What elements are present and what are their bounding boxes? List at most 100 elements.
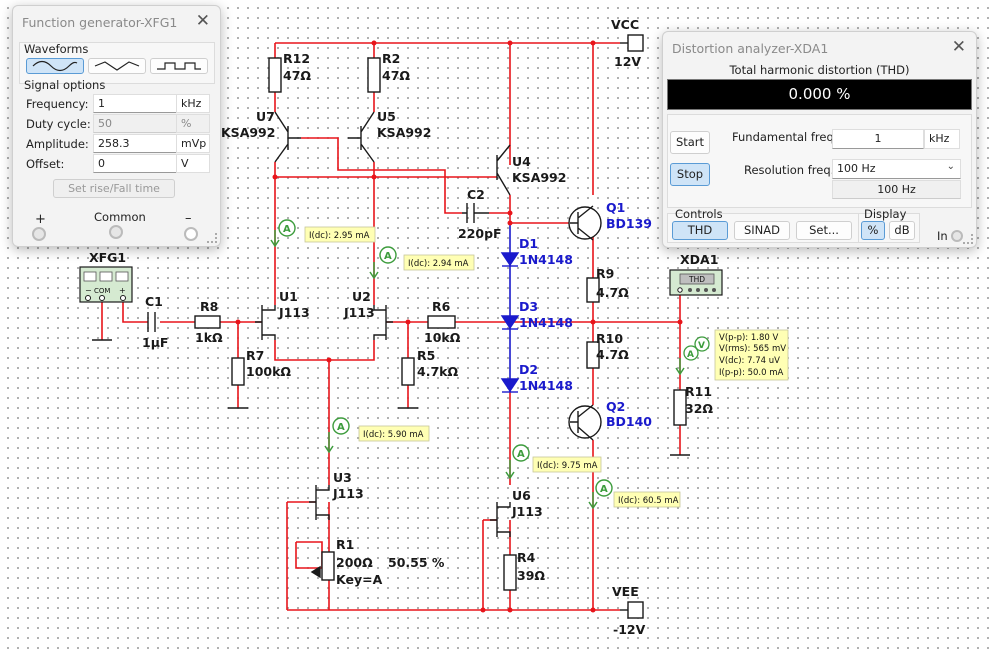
duty-cycle-unit: % — [176, 114, 210, 133]
u6-name: U6 — [512, 488, 531, 503]
q2-part: BD140 — [606, 414, 652, 429]
common-terminal-label: Common — [94, 210, 146, 224]
amplitude-unit-select[interactable]: mVp — [176, 134, 210, 153]
fundamental-freq-unit[interactable]: kHz — [924, 129, 960, 149]
r8-value: 1kΩ — [195, 330, 223, 345]
d3-name: D3 — [519, 299, 538, 314]
r2-value: 47Ω — [382, 68, 410, 83]
resolution-freq-label: Resolution freq. — [744, 163, 835, 177]
probe-u5[interactable]: A I(dc): 2.94 mA — [379, 246, 475, 271]
resolution-freq-select[interactable]: 100 Hz ⌄ — [832, 159, 961, 179]
r1-percent[interactable]: 50.55 % — [388, 555, 445, 570]
r8-name: R8 — [200, 299, 218, 314]
q1-part: BD139 — [606, 216, 652, 231]
u5-part: KSA992 — [377, 125, 431, 140]
xfg1-plus: + — [119, 286, 126, 295]
offset-unit-select[interactable]: V — [176, 154, 210, 173]
square-wave-button[interactable] — [150, 58, 208, 74]
distortion-analyzer-window[interactable]: Distortion analyzer-XDA1 ✕ Total harmoni… — [662, 31, 977, 248]
plus-terminal-label: + — [35, 212, 46, 227]
probe-reading: I(dc): 2.95 mA — [309, 231, 370, 241]
u3-part: J113 — [332, 486, 364, 501]
xda1-name: XDA1 — [680, 252, 718, 267]
q1-name: Q1 — [606, 200, 625, 215]
offset-label: Offset: — [26, 157, 65, 171]
probe-letter-a: A — [687, 350, 694, 360]
plus-terminal[interactable] — [32, 227, 46, 241]
u1-name: U1 — [279, 289, 298, 304]
r4-value: 39Ω — [517, 568, 545, 583]
amplitude-field[interactable]: 258.3 — [93, 134, 177, 153]
xda1-thd-label: THD — [688, 275, 705, 284]
stop-button[interactable]: Stop — [670, 163, 710, 186]
common-terminal[interactable] — [109, 225, 123, 239]
frequency-unit-select[interactable]: kHz — [176, 94, 210, 113]
r1-name: R1 — [336, 537, 354, 552]
frequency-field[interactable]: 1 — [93, 94, 177, 113]
start-button[interactable]: Start — [670, 131, 710, 154]
probe-letter: A — [517, 449, 525, 460]
output-probe[interactable]: A V V(p-p): 1.80 V V(rms): 565 mV V(dc):… — [683, 329, 789, 381]
probe-line: V(dc): 7.74 uV — [719, 356, 780, 366]
set-button[interactable]: Set... — [796, 221, 852, 240]
offset-field[interactable]: 0 — [93, 154, 177, 173]
u2-name: U2 — [352, 289, 371, 304]
probe-q2[interactable]: A I(dc): 60.5 mA — [595, 479, 681, 508]
r12-value: 47Ω — [283, 68, 311, 83]
vee-value: -12V — [613, 622, 646, 637]
chevron-down-icon: ⌄ — [946, 161, 955, 172]
probe-letter: A — [337, 422, 345, 433]
function-generator-window[interactable]: Function generator-XFG1 ✕ Waveforms Sign… — [12, 5, 221, 247]
probe-line: I(p-p): 50.0 mA — [719, 368, 783, 378]
percent-button[interactable]: % — [861, 221, 885, 240]
minus-terminal[interactable] — [184, 227, 198, 241]
u4-name: U4 — [512, 154, 531, 169]
u6-part: J113 — [511, 504, 543, 519]
d2-part: 1N4148 — [519, 378, 573, 393]
xfg1-icon[interactable] — [79, 266, 133, 303]
r7-name: R7 — [246, 348, 264, 363]
r5-name: R5 — [417, 348, 435, 363]
xda1-icon[interactable] — [669, 269, 723, 296]
sine-wave-button[interactable] — [26, 58, 84, 74]
xfg1-com: COM — [94, 287, 110, 295]
u5-name: U5 — [377, 109, 396, 124]
probe-letter-v: V — [698, 341, 705, 351]
r9-value: 4.7Ω — [596, 285, 629, 300]
db-button[interactable]: dB — [889, 221, 915, 240]
r9-name: R9 — [596, 266, 614, 281]
r1-value: 200Ω — [336, 555, 373, 570]
r4-name: R4 — [517, 550, 536, 565]
triangle-wave-button[interactable] — [88, 58, 146, 74]
resize-grip-icon[interactable] — [963, 234, 973, 244]
vcc-label: VCC — [611, 17, 639, 32]
r10-name: R10 — [596, 331, 623, 346]
thd-button[interactable]: THD — [672, 221, 728, 240]
probe-reading: I(dc): 9.75 mA — [537, 461, 598, 471]
set-rise-fall-button[interactable]: Set rise/Fall time — [53, 179, 175, 198]
thd-display-value: 0.000 % — [788, 85, 851, 103]
sinad-button[interactable]: SINAD — [734, 221, 790, 240]
window-title: Distortion analyzer-XDA1 — [672, 41, 829, 56]
in-terminal[interactable] — [951, 230, 963, 242]
r6-name: R6 — [432, 299, 451, 314]
q2-name: Q2 — [606, 399, 625, 414]
resize-grip-icon[interactable] — [207, 233, 217, 243]
fundamental-freq-label: Fundamental freq. — [732, 130, 838, 144]
close-icon[interactable]: ✕ — [195, 11, 210, 31]
triangle-wave-icon — [94, 61, 140, 71]
r12-name: R12 — [283, 51, 310, 66]
r11-value: 32Ω — [685, 401, 713, 416]
minus-terminal-label: – — [185, 211, 192, 226]
vee-label: VEE — [612, 584, 639, 599]
fundamental-freq-field[interactable]: 1 — [832, 129, 924, 149]
probe-line: V(rms): 565 mV — [719, 344, 786, 354]
close-icon[interactable]: ✕ — [951, 37, 966, 57]
probe-u7[interactable]: A I(dc): 2.95 mA — [278, 219, 376, 243]
window-title: Function generator-XFG1 — [22, 15, 178, 30]
probe-u6[interactable]: A I(dc): 9.75 mA — [512, 444, 602, 473]
d3-part: 1N4148 — [519, 315, 573, 330]
probe-u3[interactable]: A I(dc): 5.90 mA — [332, 417, 430, 442]
probe-reading: I(dc): 60.5 mA — [618, 496, 679, 506]
junction-dots — [235, 40, 683, 613]
